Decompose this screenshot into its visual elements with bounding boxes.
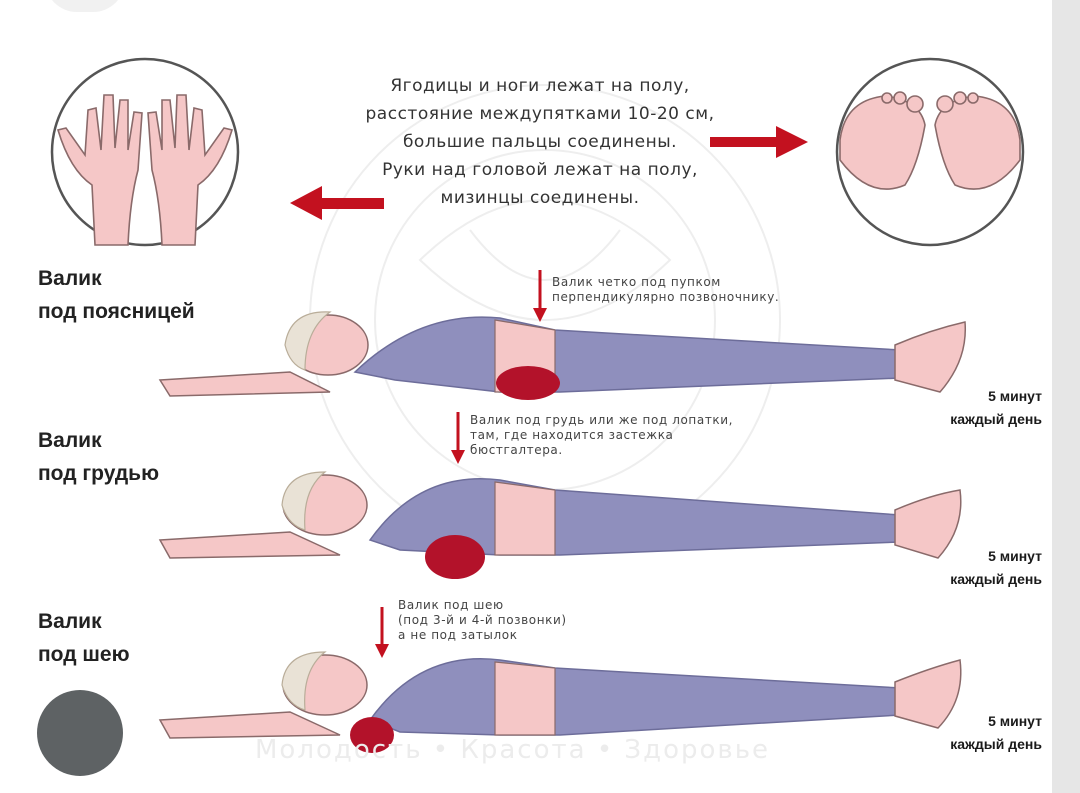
exercise-title: Валик под шею: [38, 605, 130, 671]
duration-line: 5 минут: [988, 713, 1042, 729]
instruction-line: Ягодицы и ноги лежат на полу,: [390, 76, 690, 96]
exercise-duration: 5 минут каждый день: [950, 710, 1042, 756]
duration-line: каждый день: [950, 736, 1042, 752]
note-line: (под 3-й и 4-й позвонки): [398, 613, 567, 627]
instruction-arrows: [290, 126, 808, 220]
duration-line: каждый день: [950, 411, 1042, 427]
exercise-title-line: Валик: [38, 429, 102, 452]
lens-search-icon[interactable]: [37, 690, 123, 776]
exercise-title: Валик под поясницей: [38, 262, 195, 328]
note-line: Валик под грудь или же под лопатки,: [470, 413, 734, 427]
duration-line: каждый день: [950, 571, 1042, 587]
exercise-title-line: под поясницей: [38, 300, 195, 323]
exercise-title-line: Валик: [38, 610, 102, 633]
instruction-line: большие пальцы соединены.: [402, 132, 678, 152]
figure-neck-roller: [158, 651, 962, 753]
exercise-title-line: Валик: [38, 267, 102, 290]
figure-chest-roller: [158, 471, 962, 579]
note-line: а не под затылок: [398, 628, 518, 642]
instructions-text: Ягодицы и ноги лежат на полу, расстояние…: [300, 72, 780, 212]
figure-lumbar-roller: [158, 311, 967, 400]
exercise-note: Валик под шею (под 3-й и 4-й позвонки) а…: [398, 598, 567, 643]
exercise-duration: 5 минут каждый день: [950, 385, 1042, 431]
scrollbar-track: [1052, 0, 1080, 793]
exercise-title: Валик под грудью: [38, 424, 159, 490]
exercise-title-line: под шею: [38, 643, 130, 666]
note-line: бюстгалтера.: [470, 443, 563, 457]
note-line: Валик четко под пупком: [552, 275, 721, 289]
duration-line: 5 минут: [988, 388, 1042, 404]
note-arrows: [375, 270, 547, 658]
exercise-title-line: под грудью: [38, 462, 160, 485]
top-shape: [45, 0, 125, 12]
exercise-note: Валик под грудь или же под лопатки, там,…: [470, 413, 733, 458]
hands-icon: [50, 57, 240, 247]
exercise-duration: 5 минут каждый день: [950, 545, 1042, 591]
exercise-note: Валик четко под пупком перпендикулярно п…: [552, 275, 779, 305]
watermark: Молодость • Красота • Здоровье: [255, 735, 771, 765]
note-line: там, где находится застежка: [470, 428, 674, 442]
note-line: перпендикулярно позвоночнику.: [552, 290, 780, 304]
duration-line: 5 минут: [988, 548, 1042, 564]
instruction-line: мизинцы соединены.: [440, 188, 640, 208]
instruction-line: расстояние междупятками 10-20 см,: [365, 104, 715, 124]
instruction-line: Руки над головой лежат на полу,: [382, 160, 698, 180]
feet-icon: [835, 57, 1025, 247]
note-line: Валик под шею: [398, 598, 504, 612]
